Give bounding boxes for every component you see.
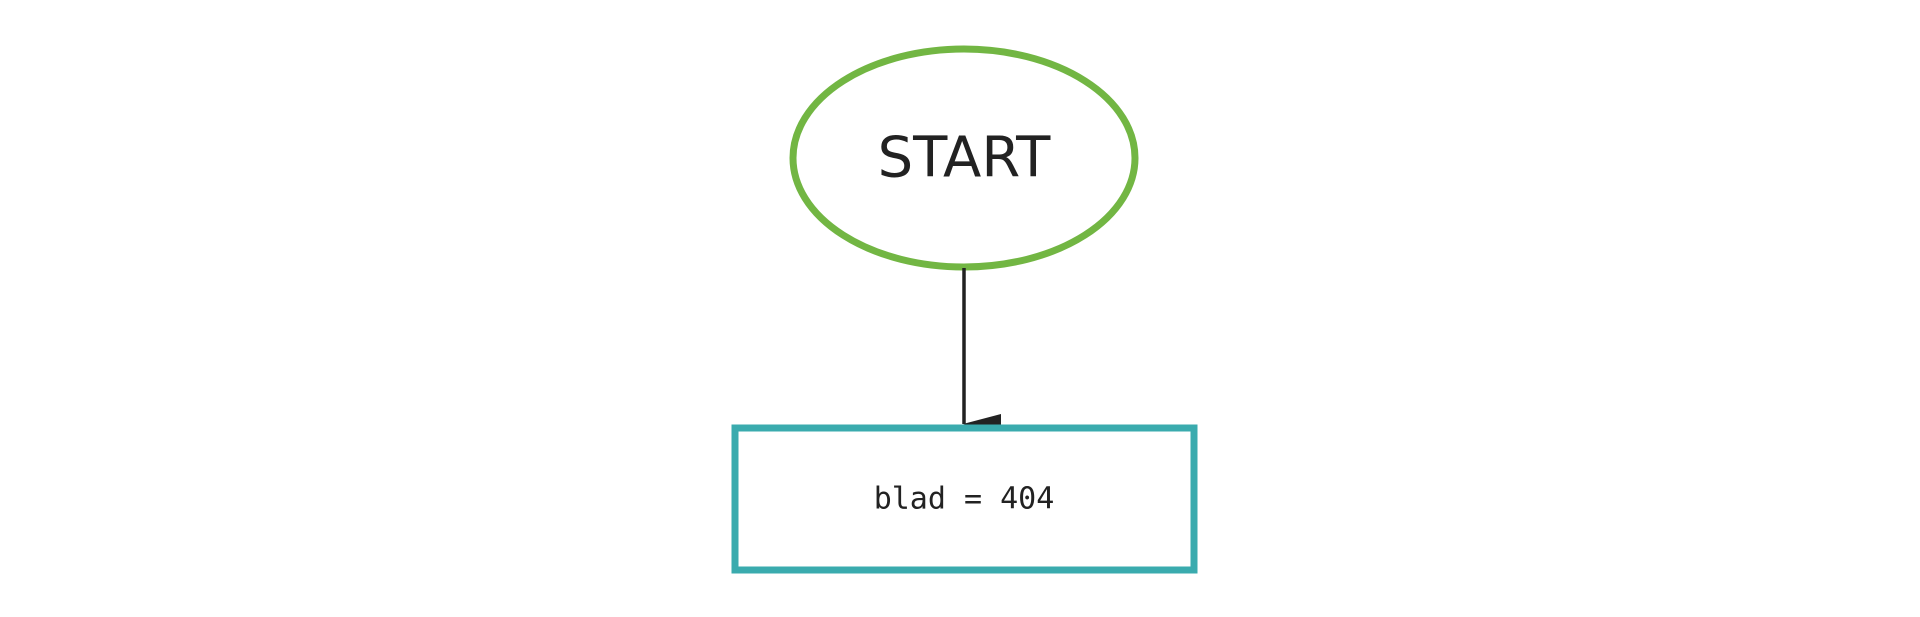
start-node[interactable]: START: [789, 45, 1139, 271]
assignment-node-label: blad = 404: [874, 482, 1055, 517]
start-node-shape: [789, 45, 1139, 271]
assignment-node-shape: [731, 424, 1198, 574]
assignment-node[interactable]: blad = 404: [731, 424, 1198, 574]
start-node-label: START: [878, 126, 1052, 191]
